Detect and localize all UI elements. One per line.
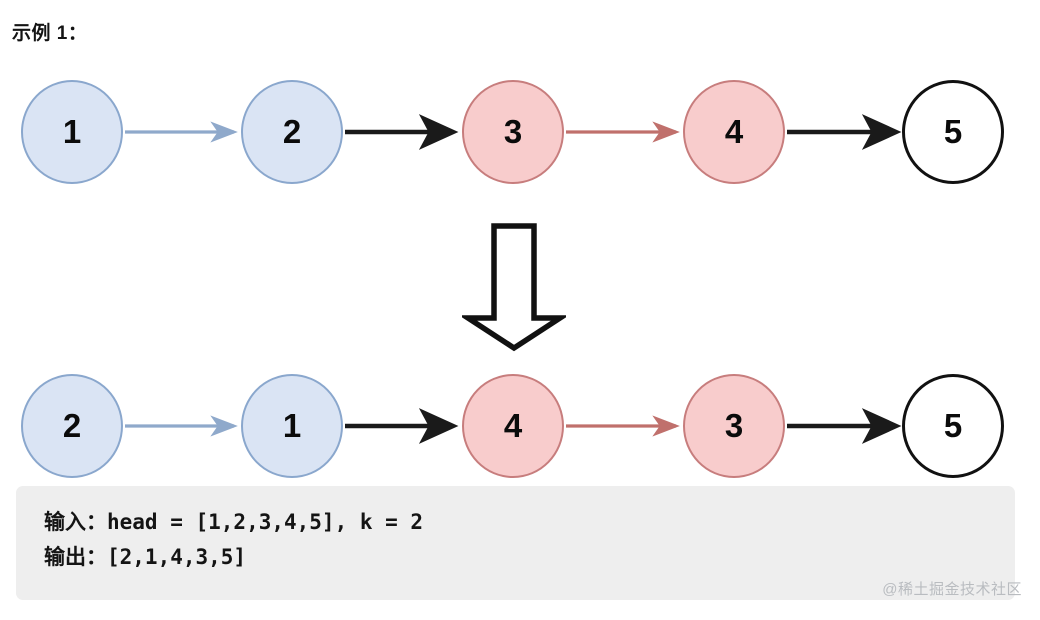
list-node[interactable]: 4	[683, 80, 785, 184]
linked-list-row-before: 1 2 3 4 5	[0, 80, 1040, 184]
list-node[interactable]: 3	[683, 374, 785, 478]
page-title: 示例 1：	[12, 23, 88, 44]
caption-output-line: 输出：[2,1,4,3,5]	[44, 545, 247, 569]
list-node[interactable]: 2	[21, 374, 123, 478]
list-node[interactable]: 4	[462, 374, 564, 478]
list-node[interactable]: 3	[462, 80, 564, 184]
caption-input-line: 输入：head = [1,2,3,4,5], k = 2	[44, 510, 424, 534]
list-node[interactable]: 5	[902, 374, 1004, 478]
list-node[interactable]: 1	[241, 374, 343, 478]
list-node[interactable]: 2	[241, 80, 343, 184]
list-node[interactable]: 1	[21, 80, 123, 184]
watermark: @稀土掘金技术社区	[882, 581, 1022, 598]
list-node[interactable]: 5	[902, 80, 1004, 184]
transform-down-arrow	[462, 223, 566, 352]
caption-panel: 输入：head = [1,2,3,4,5], k = 2 输出：[2,1,4,3…	[16, 486, 1015, 600]
linked-list-row-after: 2 1 4 3 5	[0, 374, 1040, 478]
